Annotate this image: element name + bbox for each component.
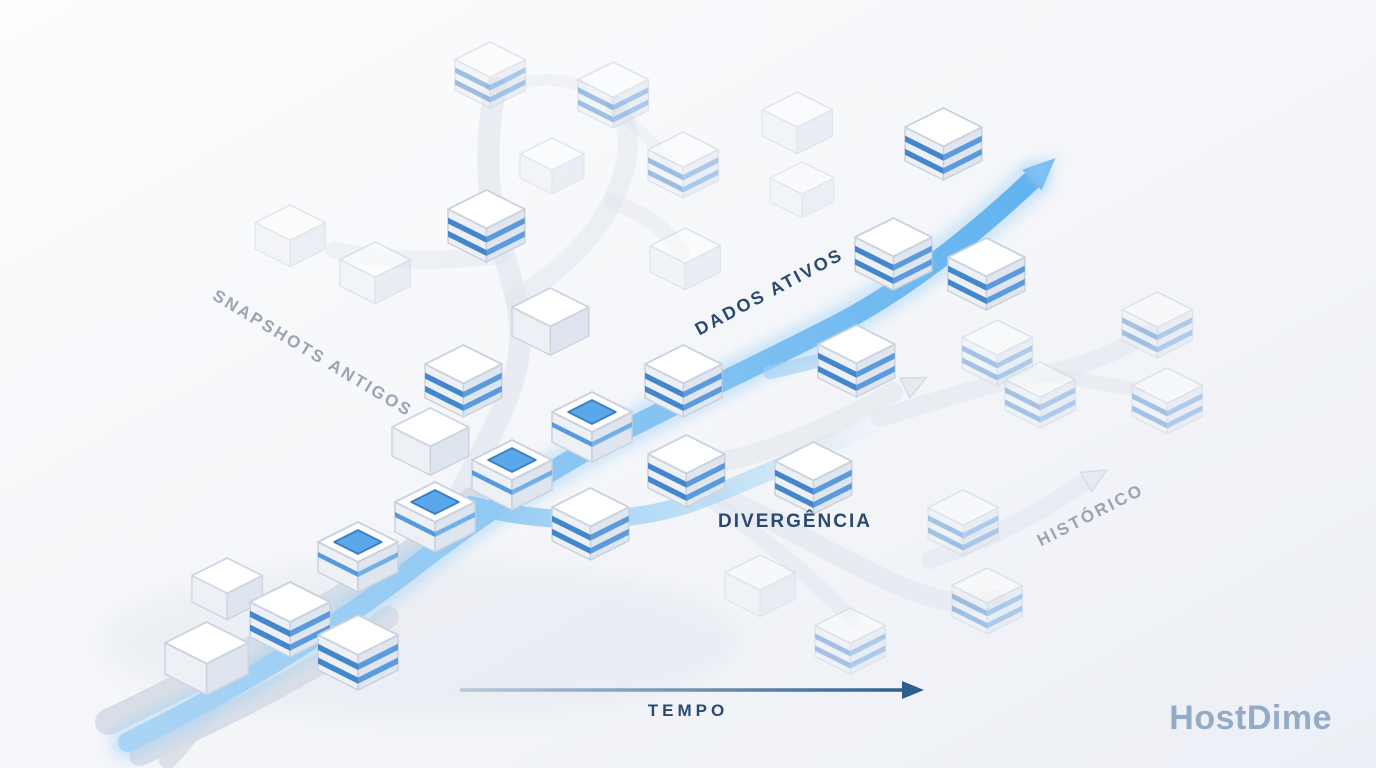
tempo-axis: TEMPO: [460, 681, 924, 720]
label-tempo: TEMPO: [648, 701, 728, 720]
brand-logo: HostDime: [1169, 699, 1332, 737]
historic-arrowhead-1: [898, 376, 929, 400]
historic-arrowhead-2: [1079, 469, 1109, 493]
active-arrowhead-glow: [1021, 155, 1059, 192]
label-divergencia: DIVERGÊNCIA: [718, 510, 872, 532]
historic-arrowheads: [898, 376, 1109, 493]
tempo-arrowhead: [902, 681, 924, 699]
